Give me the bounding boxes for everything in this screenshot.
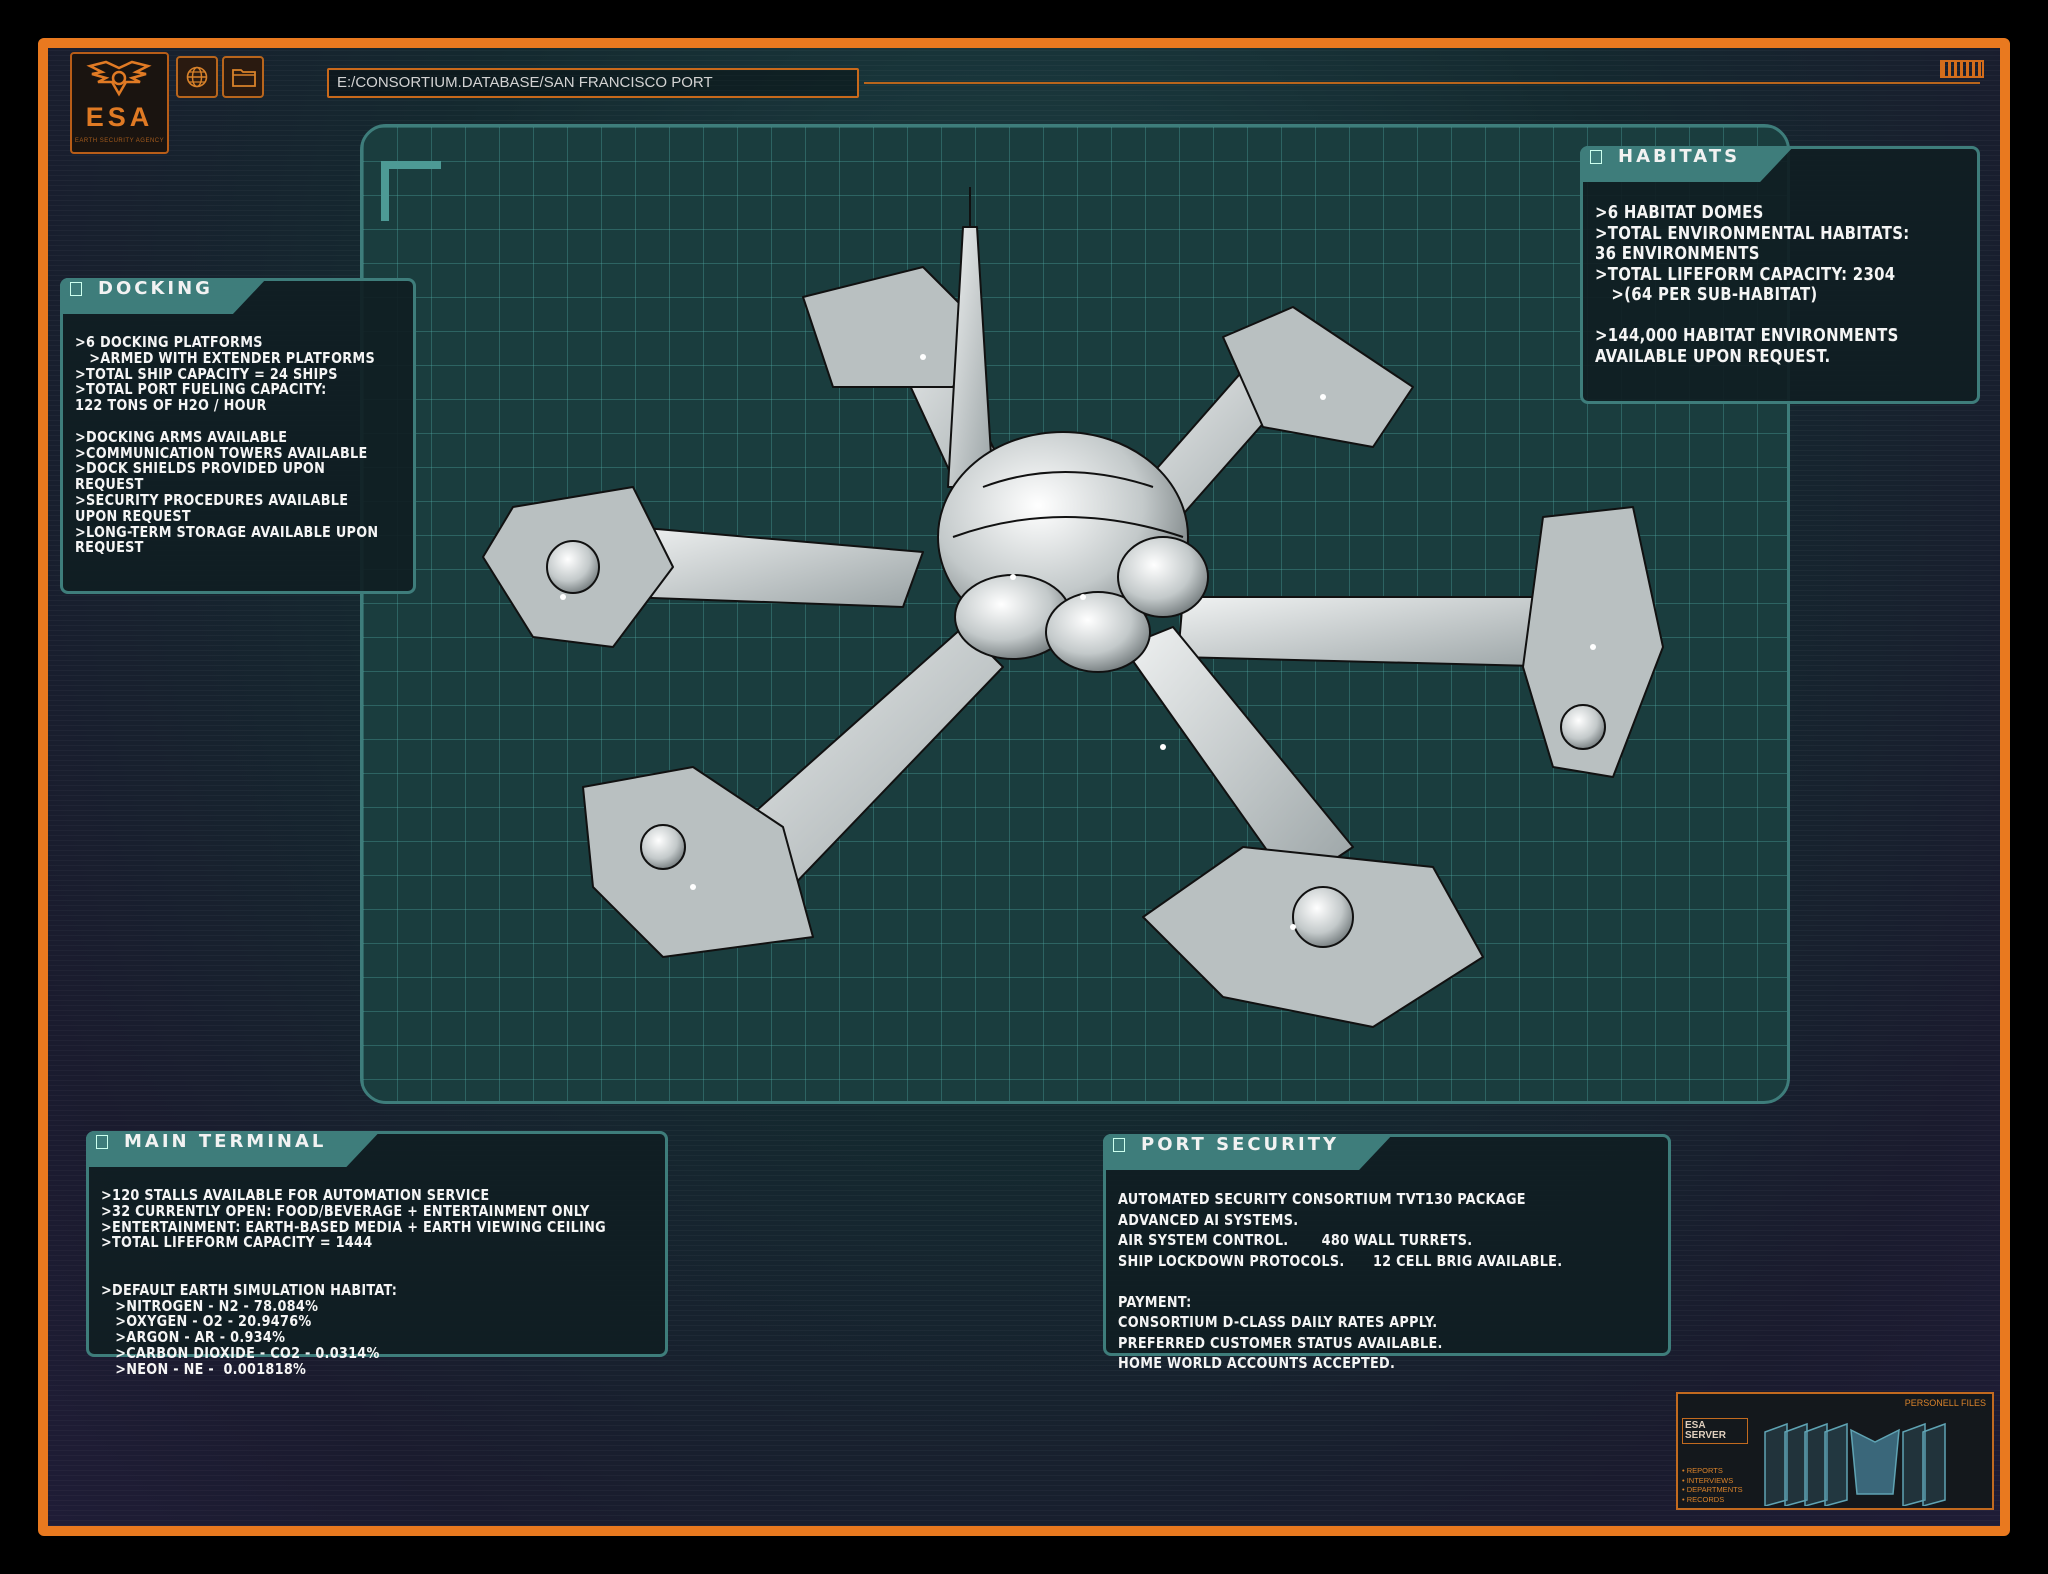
globe-icon xyxy=(186,66,208,88)
main-terminal-panel-tab[interactable]: MAIN TERMINAL xyxy=(86,1131,380,1167)
logo-text: ESA xyxy=(85,102,154,132)
server-name-line2: SERVER xyxy=(1685,1430,1726,1441)
top-divider xyxy=(864,82,1980,84)
server-name[interactable]: ESA SERVER xyxy=(1682,1418,1748,1444)
menu-item-reports[interactable]: • REPORTS xyxy=(1682,1466,1723,1475)
file-icon xyxy=(70,282,82,296)
docking-panel: DOCKING >6 DOCKING PLATFORMS >ARMED WITH… xyxy=(60,278,416,594)
file-icon xyxy=(1113,1138,1125,1152)
file-icon xyxy=(96,1135,108,1149)
file-folders-icon[interactable] xyxy=(1763,1422,1983,1506)
habitats-panel: HABITATS >6 HABITAT DOMES >TOTAL ENVIRON… xyxy=(1580,146,1980,404)
esa-terminal-frame: ESA EARTH SECURITY AGENCY E:/CONSORTIUM.… xyxy=(38,38,2010,1536)
menu-item-records[interactable]: • RECORDS xyxy=(1682,1494,1725,1504)
eagle-wing-emblem-icon xyxy=(86,60,152,97)
database-path-field[interactable]: E:/CONSORTIUM.DATABASE/SAN FRANCISCO POR… xyxy=(327,68,859,98)
server-name-line1: ESA xyxy=(1685,1420,1706,1431)
file-icon xyxy=(1590,150,1602,164)
habitats-title: HABITATS xyxy=(1618,146,1741,167)
main-terminal-panel: MAIN TERMINAL >120 STALLS AVAILABLE FOR … xyxy=(86,1131,668,1377)
folder-icon xyxy=(232,69,256,87)
habitats-panel-tab[interactable]: HABITATS xyxy=(1580,146,1794,182)
main-terminal-details: >120 STALLS AVAILABLE FOR AUTOMATION SER… xyxy=(101,1186,606,1378)
screen-corner-mark xyxy=(381,161,389,221)
docking-details: >6 DOCKING PLATFORMS >ARMED WITH EXTENDE… xyxy=(75,333,379,557)
port-security-details: AUTOMATED SECURITY CONSORTIUM TVT130 PAC… xyxy=(1118,1190,1563,1372)
personell-files-label: PERSONELL FILES xyxy=(1904,1398,1986,1408)
globe-button[interactable] xyxy=(176,56,218,98)
docking-title: DOCKING xyxy=(98,278,213,299)
menu-item-departments[interactable]: • DEPARTMENTS xyxy=(1682,1485,1743,1495)
station-schematic-screen xyxy=(360,124,1790,1104)
logo-subtext: EARTH SECURITY AGENCY xyxy=(74,138,165,144)
esa-server-widget: PERSONELL FILES ESA SERVER • REPORTS • I… xyxy=(1676,1392,1994,1510)
menu-item-interviews[interactable]: • INTERVIEWS xyxy=(1682,1475,1734,1485)
server-menu: • REPORTS • INTERVIEWS • DEPARTMENTS • R… xyxy=(1682,1466,1743,1504)
port-security-panel-tab[interactable]: PORT SECURITY xyxy=(1103,1134,1393,1170)
folder-button[interactable] xyxy=(222,56,264,98)
main-terminal-title: MAIN TERMINAL xyxy=(124,1131,327,1152)
docking-panel-tab[interactable]: DOCKING xyxy=(60,278,267,314)
port-security-title: PORT SECURITY xyxy=(1141,1134,1340,1155)
habitats-details: >6 HABITAT DOMES >TOTAL ENVIRONMENTAL HA… xyxy=(1595,202,1910,367)
space-station-illustration xyxy=(482,187,1664,1028)
port-security-panel: PORT SECURITY AUTOMATED SECURITY CONSORT… xyxy=(1103,1134,1671,1372)
esa-logo[interactable]: ESA EARTH SECURITY AGENCY xyxy=(70,52,169,154)
battery-icon xyxy=(1940,60,1984,78)
screen-corner-mark xyxy=(381,161,441,169)
